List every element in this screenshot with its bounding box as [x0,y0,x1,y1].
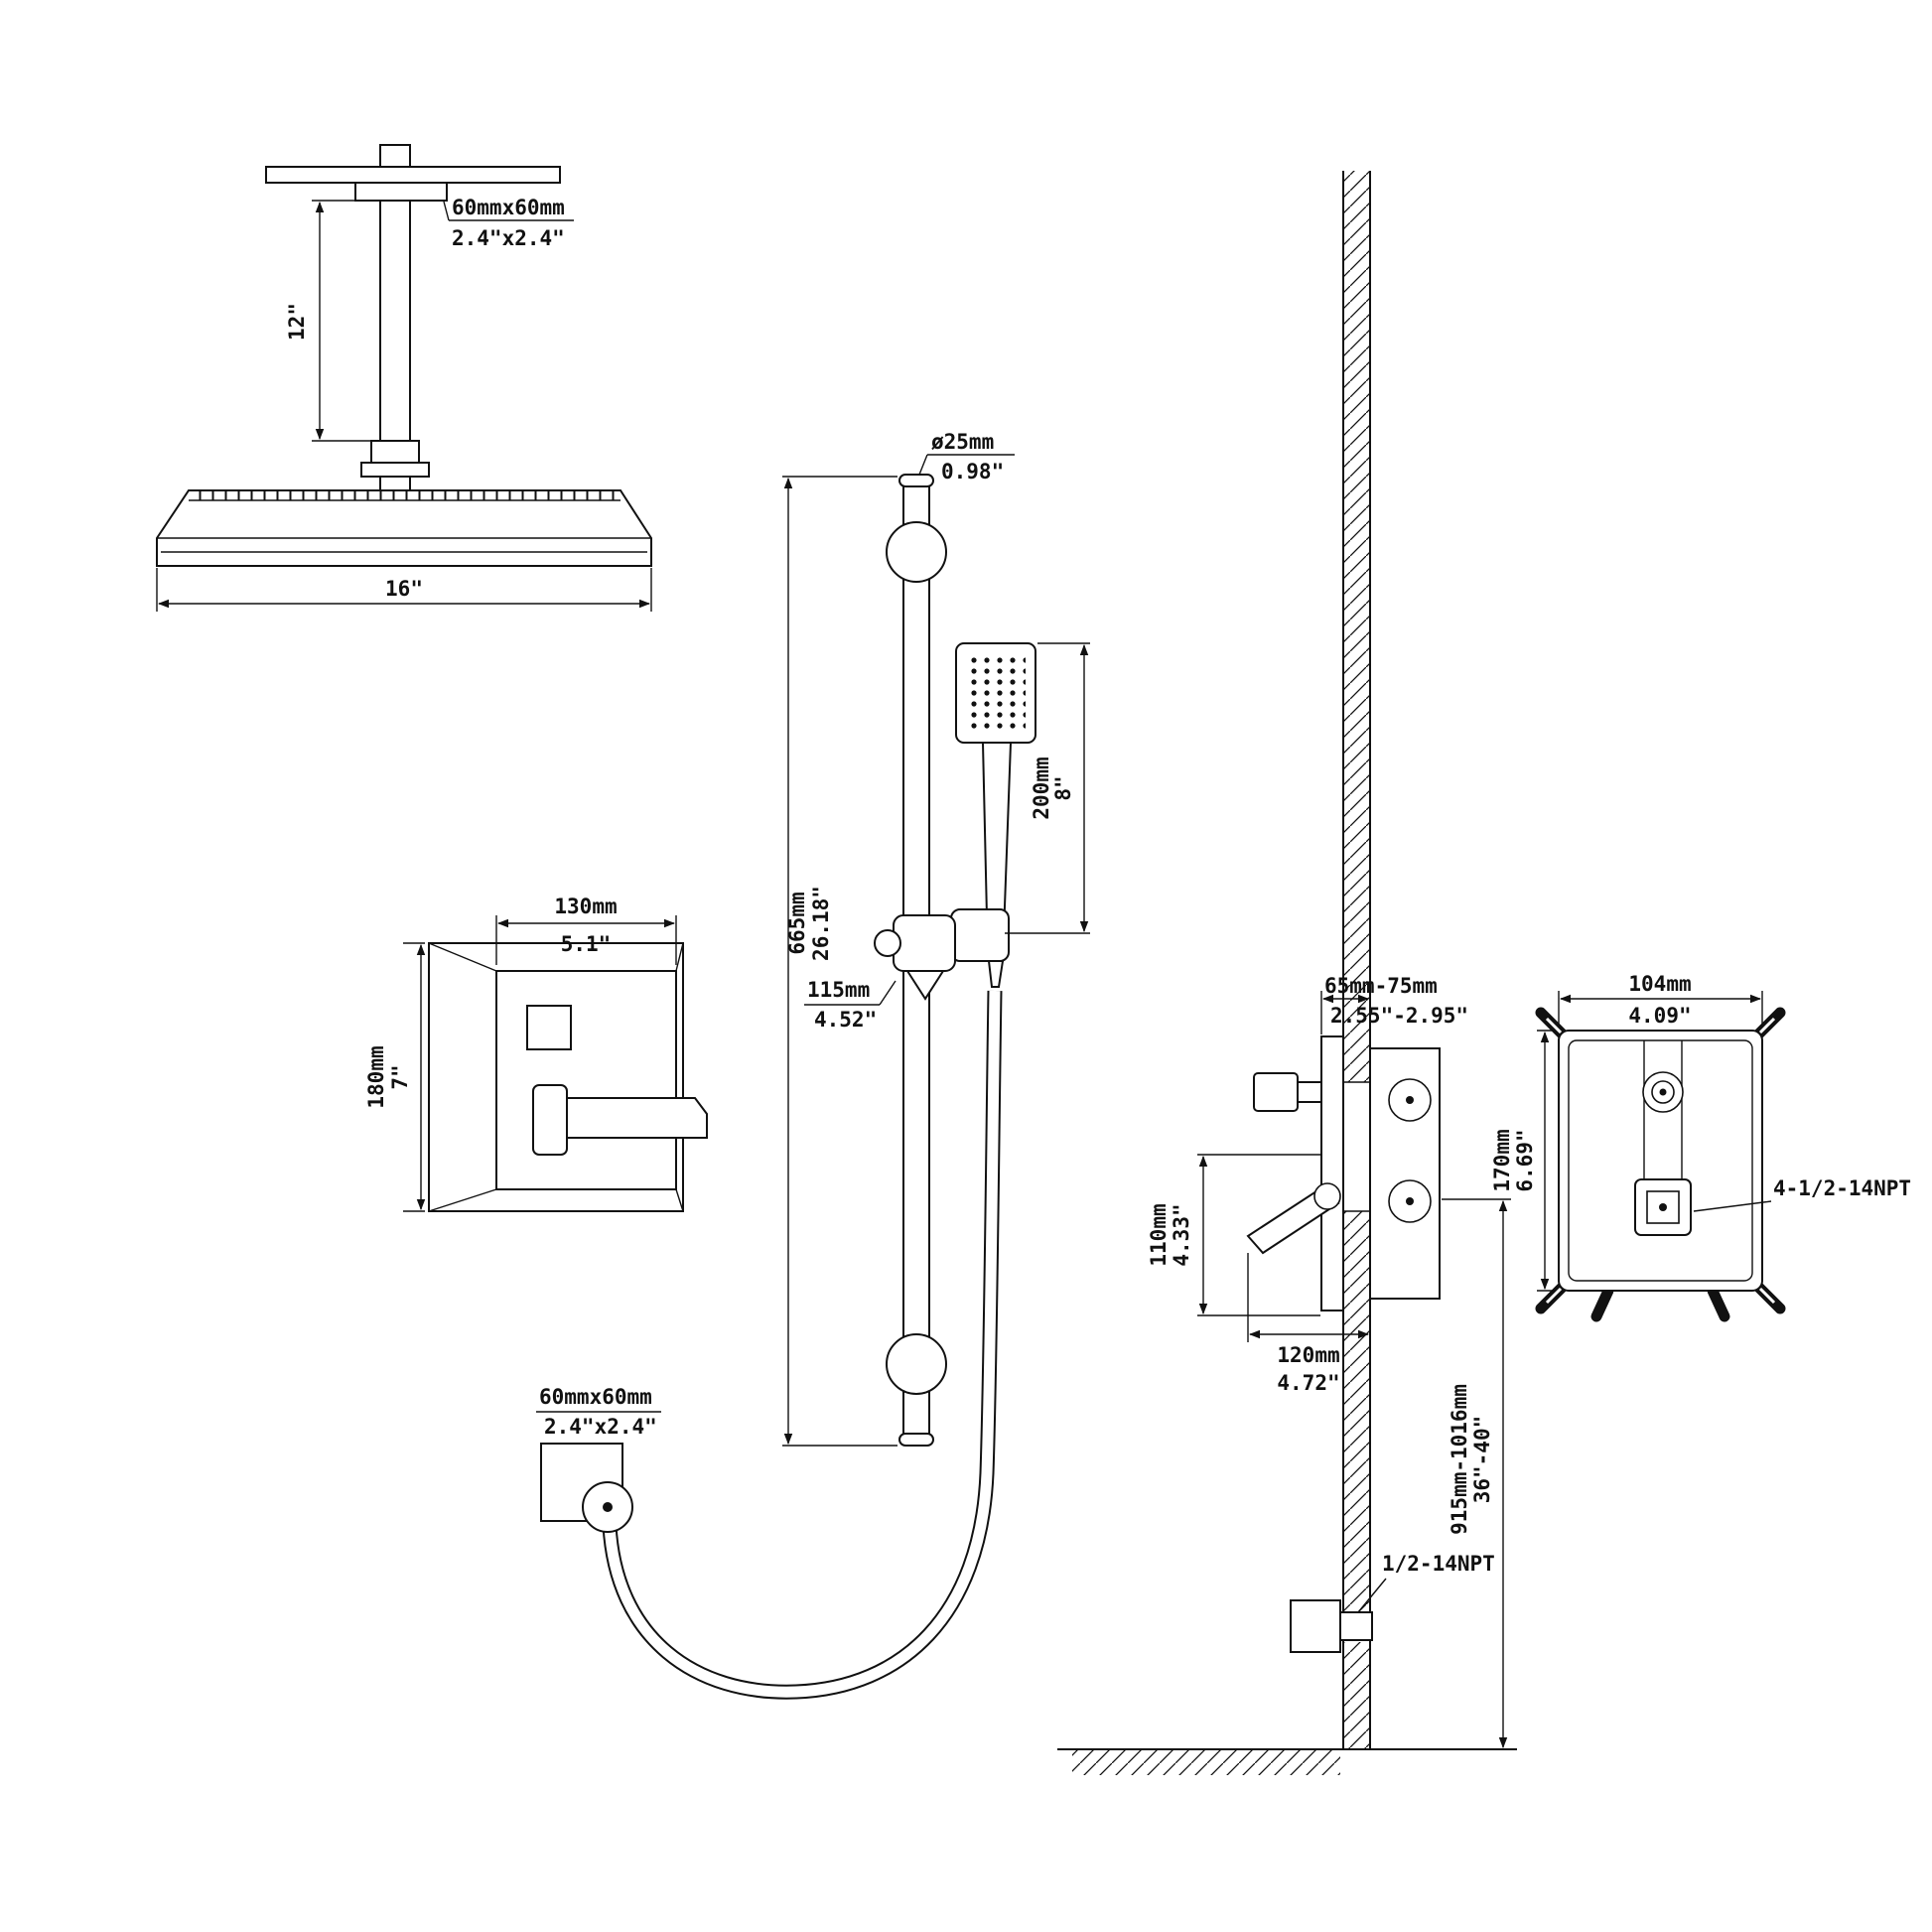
valve-box-inner-wall [1568,1039,1753,1282]
plate-edge [675,1188,684,1212]
bar-top-cap [898,474,934,487]
plate-edge [428,1188,497,1212]
bracket-width-mm-label: 115mm [807,978,870,1002]
ceiling-plate [265,166,561,184]
valve-height-mm-label: 110mm [1147,1203,1171,1266]
wand-length-mm-label: 200mm [1030,757,1053,819]
head-stem [379,476,411,491]
valve-width-mm-label: 120mm [1277,1343,1339,1367]
valve-inlet-bottom-center [1406,1197,1414,1205]
lever-pivot [1313,1182,1341,1210]
bar-length-mm-label: 665mm [785,892,809,954]
box-height-mm-label: 170mm [1490,1129,1514,1191]
floor-hatch [1072,1749,1340,1775]
hose-nut [987,960,1005,988]
valve-inlet-top-center [1406,1096,1414,1104]
bar-diameter-in-label: 0.98" [941,460,1004,483]
rain-shower-head [156,489,652,567]
valve-wall-pass [1344,1082,1369,1211]
mounting-ear-slot [1758,1287,1776,1305]
arm-length-label: 12" [285,303,309,341]
rough-in-valve-view: 104mm 4.09" 170mm 6.69" 4-1/2-14NPT [1490,972,1911,1322]
valve-port-center [1659,1088,1667,1096]
leader-line [918,454,928,476]
bracket-release-tab [905,970,945,1001]
plate-height-mm-label: 180mm [364,1045,388,1108]
shower-arm [379,200,411,442]
leader-line [443,201,450,221]
handle-lever [566,1097,708,1139]
bar-diameter-mm-label: ø25mm [931,430,994,454]
arm-section-mm-label: 60mmx60mm [452,196,565,219]
elbow-section-in-label: 2.4"x2.4" [544,1415,657,1439]
outlet-thread-label: 1/2-14NPT [1382,1552,1495,1576]
outlet-nipple [1339,1611,1373,1641]
valve-thread-label: 4-1/2-14NPT [1773,1176,1911,1200]
plate-width-in-label: 5.1" [561,932,612,956]
ceiling-shower-view: 60mmx60mm 2.4"x2.4" 12" 16" [156,144,652,612]
elbow-section-mm-label: 60mmx60mm [539,1385,652,1409]
mounting-ear-slot [1758,1017,1776,1035]
plate-edge [675,942,684,972]
bar-bottom-cap [898,1433,934,1447]
mounting-ear-slot [1545,1017,1563,1035]
ceiling-escutcheon [354,182,448,202]
bracket-width-in-label: 4.52" [814,1008,877,1032]
bracket-lock-knob [874,929,901,957]
leader-line [1693,1200,1772,1212]
slide-bar-view: 665mm 26.18" 60mmx60mm 2.4"x2.4" ø25mm 0… [536,430,1090,1700]
plate-height-in-label: 7" [388,1064,412,1089]
handle-base [532,1084,568,1156]
plate-front [495,970,677,1190]
trim-plate-side [1320,1035,1344,1311]
bar-top-mount [886,521,947,583]
arm-connector [370,440,420,464]
hose-connection-center [603,1502,613,1512]
wall-depth-in-label: 2.55"-2.95" [1330,1004,1468,1028]
wall-section-view: 1/2-14NPT 65mm-75mm 2.55"-2.95" 110mm 4.… [1057,171,1517,1775]
mounting-ear [1707,1285,1730,1322]
head-nozzle-row [191,491,619,500]
mount-height-in-label: 36"-40" [1470,1416,1494,1504]
mounting-ear [1590,1285,1614,1322]
box-width-mm-label: 104mm [1628,972,1691,996]
wand-length-in-label: 8" [1051,775,1075,800]
outlet-block [1290,1599,1341,1653]
head-flange [360,462,430,478]
trim-plate-view: 130mm 5.1" 180mm 7" [364,895,708,1212]
cartridge-center [1659,1203,1667,1211]
plate-width-mm-label: 130mm [554,895,617,918]
slider-bracket [893,914,956,972]
wall-hatch [1343,171,1370,1749]
spray-face-dots [966,655,1026,733]
arm-section-in-label: 2.4"x2.4" [452,226,565,250]
diverter-button [526,1005,572,1050]
shower-hose-core [604,990,1001,1698]
mount-height-mm-label: 915mm-1016mm [1448,1384,1471,1535]
hand-shower-holder [950,908,1010,962]
bar-length-in-label: 26.18" [809,886,833,961]
supply-stub [379,144,411,168]
head-width-label: 16" [385,577,423,601]
leader-line [1357,1578,1387,1613]
diverter-stem [1297,1081,1322,1103]
leader-line [879,980,897,1006]
box-height-in-label: 6.69" [1513,1129,1537,1191]
valve-width-in-label: 4.72" [1277,1371,1339,1395]
valve-height-in-label: 4.33" [1170,1203,1193,1266]
bar-bottom-mount [886,1333,947,1395]
valve-rough-in-box [1558,1030,1763,1292]
plate-edge [428,942,497,972]
wall-depth-mm-label: 65mm-75mm [1324,974,1438,998]
mounting-ear-slot [1545,1287,1563,1305]
box-width-in-label: 4.09" [1628,1004,1691,1028]
diverter-knob-side [1253,1072,1299,1112]
